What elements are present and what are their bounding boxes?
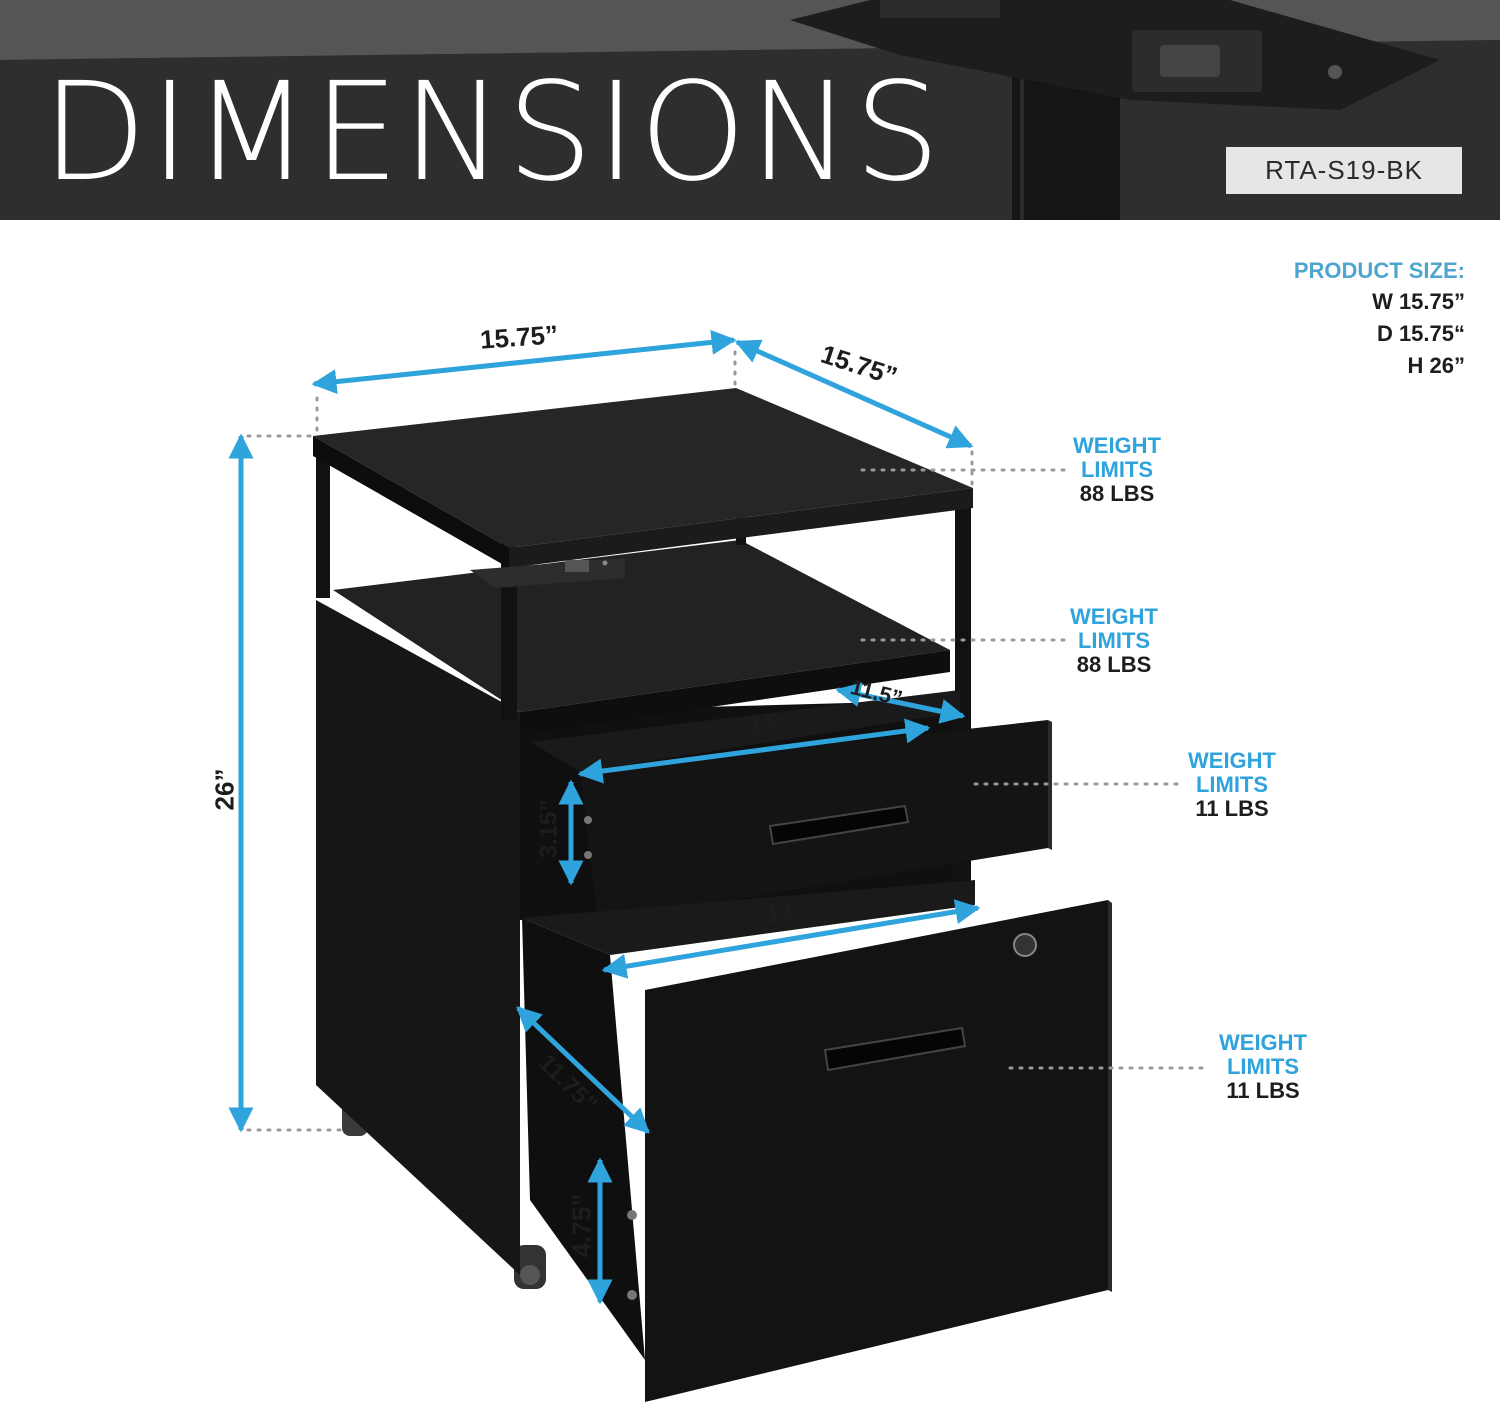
- weight-limit-drawer-1: WEIGHT LIMITS 11 LBS: [1185, 749, 1279, 821]
- weight-limit-heading: WEIGHT: [1188, 748, 1276, 773]
- weight-limit-value: 11 LBS: [1195, 796, 1269, 821]
- cabinet-illustration: [228, 329, 1212, 1402]
- cabinet-top-surface: [313, 388, 973, 548]
- drawer-2-width-label: 13”: [764, 897, 807, 930]
- weight-limit-heading: WEIGHT: [1073, 433, 1161, 458]
- weight-limit-shelf: WEIGHT LIMITS 88 LBS: [1067, 605, 1161, 677]
- cabinet-side-panel: [316, 600, 520, 1275]
- weight-limit-heading: LIMITS: [1077, 628, 1151, 653]
- dotted-guide-lines: [246, 350, 1212, 1132]
- total-height-label: 26”: [209, 768, 240, 811]
- drawer-2-handle: [823, 1026, 967, 1072]
- weight-limit-value: 11 LBS: [1226, 1078, 1300, 1103]
- drawer-1-width-label: 13”: [746, 710, 788, 741]
- product-size-depth: D 15.75“: [1376, 321, 1465, 346]
- product-size-block: PRODUCT SIZE: W 15.75” D 15.75“ H 26”: [1294, 256, 1465, 382]
- drawer-1-height-label: 3.15”: [535, 799, 563, 859]
- page-title: DIMENSIONS: [42, 54, 944, 212]
- top-width-label: 15.75”: [479, 319, 559, 355]
- weight-limit-heading: LIMITS: [1080, 457, 1154, 482]
- lock-icon: [1013, 933, 1037, 957]
- weight-limit-heading: WEIGHT: [1070, 604, 1158, 629]
- weight-limit-heading: LIMITS: [1195, 772, 1269, 797]
- drawer-2: [522, 880, 1112, 1402]
- product-size-width: W 15.75”: [1372, 289, 1465, 314]
- power-outlet-strip: [470, 558, 625, 588]
- model-number-badge: RTA-S19-BK: [1226, 147, 1462, 194]
- weight-limit-drawer-2: WEIGHT LIMITS 11 LBS: [1216, 1031, 1310, 1103]
- weight-limit-heading: WEIGHT: [1219, 1030, 1307, 1055]
- weight-limit-top: WEIGHT LIMITS 88 LBS: [1070, 434, 1164, 506]
- drawer-2-front: [645, 900, 1108, 1402]
- weight-limit-heading: LIMITS: [1226, 1054, 1300, 1079]
- weight-limit-value: 88 LBS: [1079, 481, 1155, 506]
- product-size-height: H 26”: [1407, 353, 1465, 378]
- middle-shelf: [333, 540, 950, 712]
- drawer-2-height-label: 4.75”: [566, 1193, 597, 1258]
- banner-photo-backdrop: [0, 0, 1500, 220]
- header-banner: DIMENSIONS RTA-S19-BK: [0, 0, 1500, 220]
- frame-post-back-left: [316, 448, 330, 598]
- dimension-arrows: [228, 329, 981, 1305]
- drawer-1-handle: [768, 804, 910, 846]
- weight-limit-value: 88 LBS: [1076, 652, 1152, 677]
- product-size-heading: PRODUCT SIZE:: [1293, 258, 1465, 283]
